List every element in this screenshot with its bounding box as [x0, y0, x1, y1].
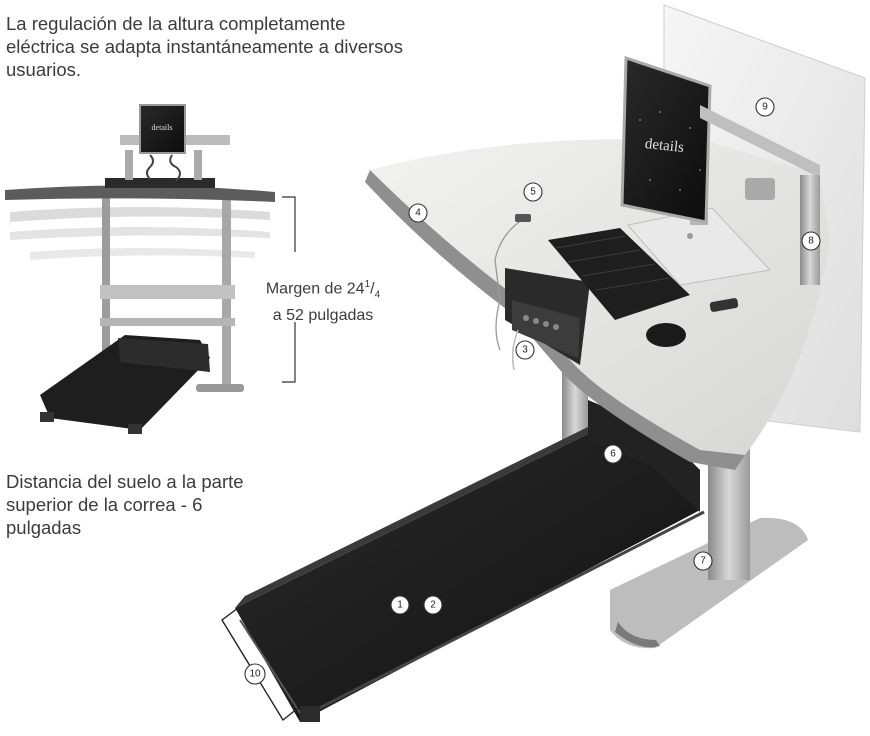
range-frac-den: 4: [374, 289, 381, 301]
range-prefix: Margen de 24: [265, 280, 365, 298]
callout-10: 10: [244, 663, 266, 685]
svg-text:2: 2: [430, 600, 436, 611]
small-desk-top: [5, 185, 275, 202]
svg-text:10: 10: [249, 669, 261, 680]
small-desk-crossbar: [100, 285, 235, 299]
treadmill-belt: [235, 432, 700, 722]
large-desk-illustration: details: [235, 4, 866, 722]
usb-hub: [515, 214, 531, 222]
monitor-arm: [700, 105, 820, 178]
phone: [709, 298, 739, 312]
power-cord: [494, 219, 523, 351]
treadmill-control-console: [512, 300, 580, 358]
callout-6: 6: [603, 444, 623, 464]
svg-text:6: 6: [610, 449, 616, 460]
callout-4: 4: [408, 203, 428, 223]
callout-9: 9: [755, 97, 775, 117]
monitor: [620, 55, 712, 224]
callout-8: 8: [801, 231, 821, 251]
callout-1: 1: [390, 595, 410, 615]
monitor-post: [800, 175, 820, 285]
small-desk-illustration: details: [5, 104, 275, 434]
mouse: [646, 323, 686, 347]
desk-foot: [610, 517, 808, 649]
small-monitor: [139, 104, 186, 154]
range-line2: a 52 pulgadas: [272, 306, 374, 324]
ghost-desk-positions: [10, 207, 270, 260]
keyboard: [548, 228, 690, 320]
callout-2: 2: [423, 595, 443, 615]
svg-text:3: 3: [522, 345, 528, 356]
svg-text:4: 4: [415, 208, 421, 219]
cup-holder: [745, 178, 775, 200]
treadmill-motor-hood: [588, 400, 700, 512]
svg-text:7: 7: [700, 556, 706, 567]
small-monitor-logo: details: [152, 123, 173, 132]
range-frac-num: 1: [364, 279, 371, 290]
svg-text:5: 5: [530, 187, 536, 198]
monitor-logo: details: [644, 136, 685, 156]
range-frac-slash: /: [370, 280, 375, 298]
svg-text:9: 9: [762, 102, 768, 113]
callout-3: 3: [515, 340, 535, 360]
svg-text:8: 8: [808, 236, 814, 247]
floor-distance-caption: Distancia del suelo a la parte superior …: [6, 471, 244, 538]
height-adjust-caption: La regulación de la altura completamente…: [6, 13, 403, 80]
height-range-bracket: [282, 196, 296, 383]
callout-7: 7: [693, 551, 713, 571]
height-range-caption: Margen de 241/4 a 52 pulgadas: [253, 275, 393, 326]
svg-text:1: 1: [397, 600, 403, 611]
callout-5: 5: [523, 182, 543, 202]
small-keyboard: [105, 178, 215, 188]
